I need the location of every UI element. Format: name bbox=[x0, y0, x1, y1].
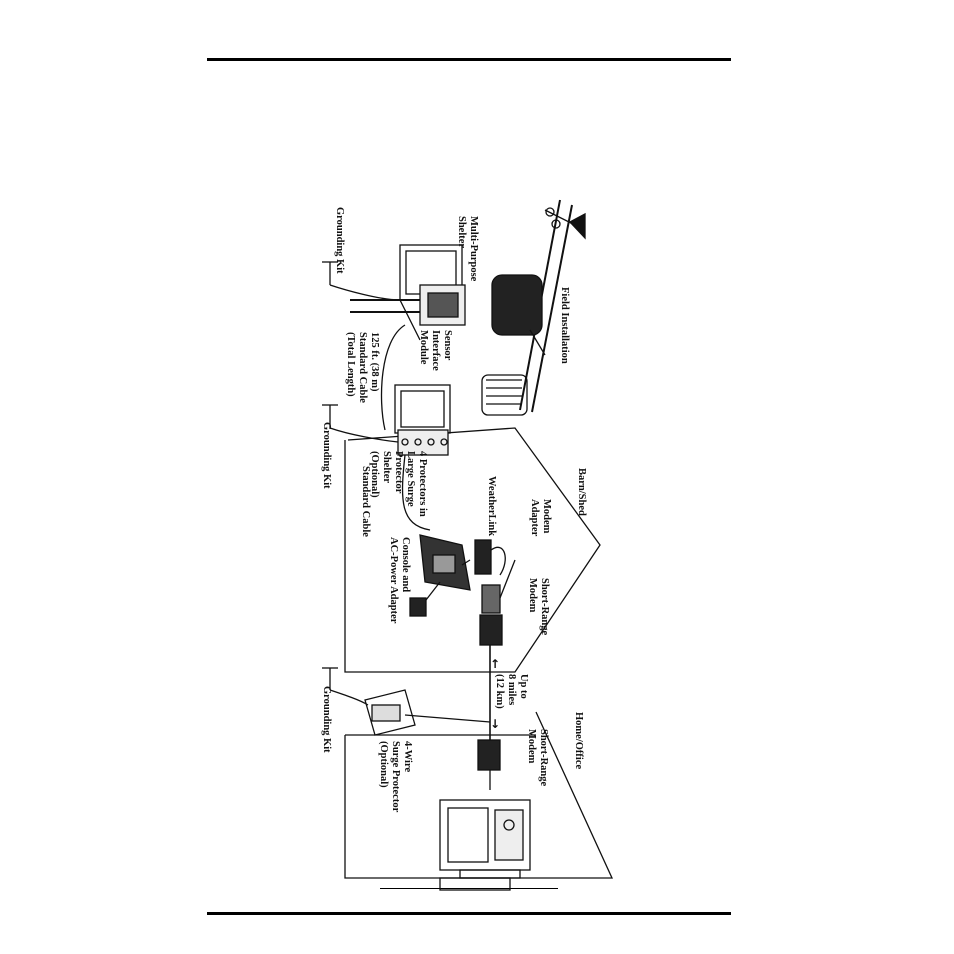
label-grounding-kit-2: Grounding Kit bbox=[321, 422, 332, 489]
label-grounding-kit-1: Grounding Kit bbox=[334, 207, 345, 274]
short-range-modem-1 bbox=[479, 614, 503, 740]
weatherlink bbox=[461, 539, 506, 576]
label-modem-adapter: Modem Adapter bbox=[529, 499, 552, 537]
label-short-range-modem-1: Short-Range Modem bbox=[527, 578, 550, 636]
label-sensor-interface-module: Sensor Interface Module bbox=[418, 330, 453, 371]
barn-outline bbox=[344, 427, 601, 673]
multi-purpose-shelter bbox=[399, 244, 466, 341]
arrow-down-icon: ↓ bbox=[490, 717, 501, 731]
grounding-kit-3 bbox=[322, 667, 369, 706]
section-field-installation: Field Installation bbox=[559, 287, 570, 364]
grounding-kit-1 bbox=[322, 261, 401, 301]
four-wire-surge-protector bbox=[364, 689, 491, 736]
section-barn-shed: Barn/Shed bbox=[576, 468, 587, 516]
label-cable-125ft: 125 ft. (38 m) Standard Cable (Total Len… bbox=[345, 332, 380, 403]
short-range-modem-2 bbox=[477, 739, 501, 790]
modem-adapter bbox=[481, 559, 516, 614]
label-multi-purpose-shelter: Multi-Purpose Shelter bbox=[456, 216, 479, 282]
console bbox=[409, 534, 471, 617]
bottom-rule bbox=[207, 912, 731, 915]
label-distance: Up to 8 miles (12 km) bbox=[494, 674, 529, 709]
cable-125ft bbox=[380, 324, 406, 431]
label-standard-cable: Standard Cable bbox=[360, 466, 371, 537]
label-four-wire-protector: 4-Wire Surge Protector (Optional) bbox=[378, 741, 413, 813]
arrow-up-icon: ↑ bbox=[490, 657, 501, 671]
top-rule bbox=[207, 58, 731, 61]
surge-protector-shelter bbox=[394, 384, 451, 456]
weather-station-mast bbox=[481, 199, 586, 416]
section-home-office: Home/Office bbox=[573, 712, 584, 770]
label-surge-protectors: 4 Protectors in Large Surge Protector Sh… bbox=[369, 451, 428, 517]
standard-cable bbox=[401, 454, 431, 531]
computer bbox=[439, 799, 531, 891]
label-grounding-kit-3: Grounding Kit bbox=[321, 686, 332, 753]
label-console: Console and AC-Power Adapter bbox=[388, 537, 411, 624]
label-weatherlink: WeatherLink bbox=[486, 476, 497, 537]
caption-rule bbox=[380, 888, 558, 889]
label-short-range-modem-2: Short-Range Modem bbox=[526, 729, 549, 787]
grounding-kit-2 bbox=[322, 404, 399, 443]
